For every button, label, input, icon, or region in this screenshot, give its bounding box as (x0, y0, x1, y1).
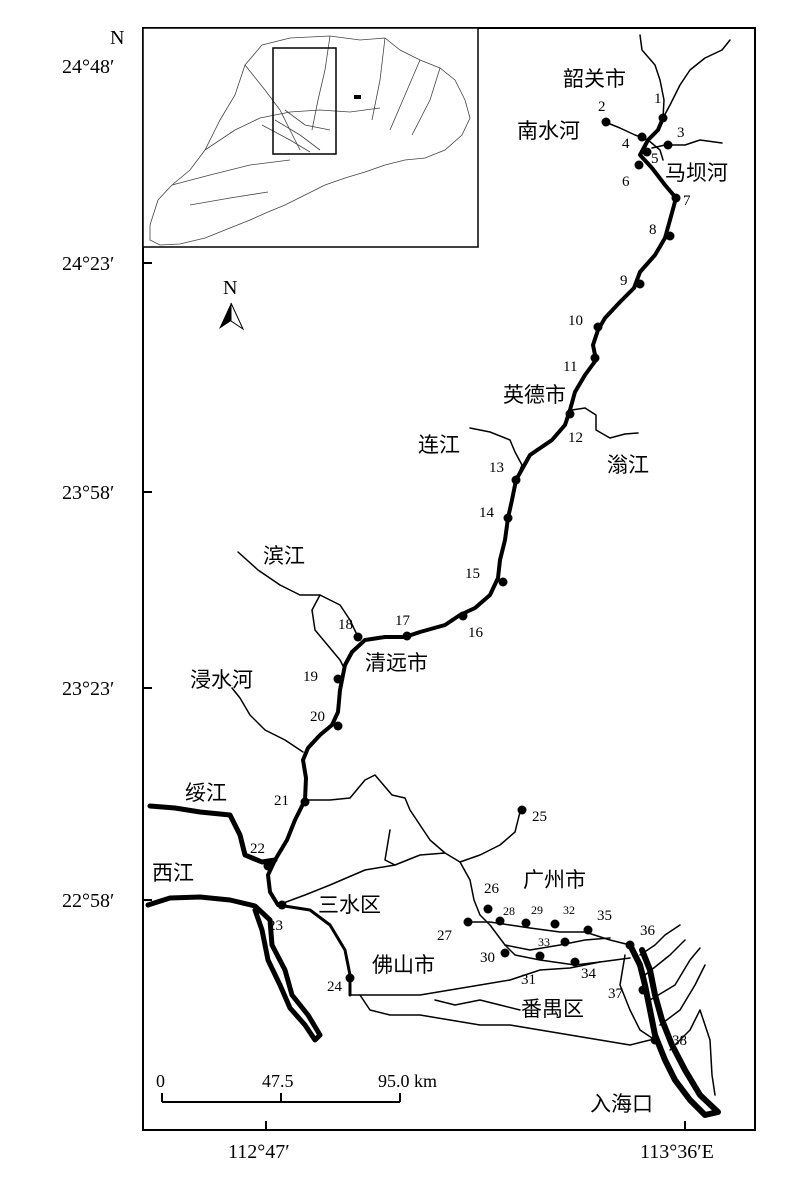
station-37: 37 (608, 986, 624, 1002)
north-arrow-label: N (223, 277, 237, 299)
place-labels: 韶关市 南水河 马坝河 英德市 连江 滃江 滨江 清远市 浸水河 绥江 西江 三… (152, 67, 728, 1116)
lat-label-4: 23°23′ (62, 678, 114, 700)
scale-bar: 0 47.5 95.0 km (156, 1071, 437, 1103)
station-10: 10 (568, 313, 583, 329)
north-arrow-icon: N (219, 277, 245, 331)
station-9: 9 (620, 273, 628, 289)
station-36: 36 (640, 923, 656, 939)
label-yingde: 英德市 (503, 383, 566, 407)
station-4: 4 (622, 136, 630, 152)
label-jinshuihe: 浸水河 (190, 668, 253, 692)
station-31: 31 (521, 972, 536, 988)
scale-tick-1: 47.5 (262, 1071, 294, 1091)
label-binjiang: 滨江 (263, 544, 305, 568)
station-19: 19 (303, 669, 318, 685)
label-mabahe: 马坝河 (665, 161, 728, 185)
inset-extent-box (272, 47, 337, 155)
station-labels: 1 2 3 4 5 6 7 8 9 10 11 12 13 14 15 16 1… (250, 91, 691, 1049)
label-lianjiang: 连江 (418, 433, 460, 457)
label-estuary: 入海口 (590, 1092, 653, 1116)
station-38: 38 (672, 1033, 687, 1049)
station-18: 18 (338, 617, 353, 633)
frame-north-label: N (110, 27, 124, 49)
station-2: 2 (598, 99, 606, 115)
lat-label-3: 23°58′ (62, 482, 114, 504)
inset-map (142, 27, 479, 248)
station-27: 27 (437, 928, 453, 944)
station-35: 35 (597, 908, 612, 924)
lat-label-1: 24°48′ (62, 56, 114, 78)
label-foshan: 佛山市 (372, 953, 435, 977)
label-guangzhou: 广州市 (523, 868, 586, 892)
station-markers (263, 113, 681, 1045)
label-xijiang: 西江 (152, 861, 194, 885)
label-wengjiang: 滃江 (607, 453, 649, 477)
station-17: 17 (395, 613, 411, 629)
station-3: 3 (677, 125, 685, 141)
label-shaoguan: 韶关市 (563, 67, 626, 91)
scale-tick-2: 95.0 km (378, 1071, 437, 1091)
lat-label-2: 24°23′ (62, 253, 114, 275)
station-8: 8 (649, 222, 657, 238)
station-1: 1 (654, 91, 662, 107)
station-23: 23 (268, 918, 283, 934)
station-25: 25 (532, 809, 547, 825)
scale-tick-0: 0 (156, 1071, 165, 1091)
station-28: 28 (503, 904, 515, 918)
label-sanshui: 三水区 (318, 893, 381, 917)
station-32: 32 (563, 903, 575, 917)
station-16: 16 (468, 625, 484, 641)
station-24: 24 (327, 979, 343, 995)
station-14: 14 (479, 505, 495, 521)
station-34: 34 (581, 966, 597, 982)
station-21: 21 (274, 793, 289, 809)
lat-label-5: 22°58′ (62, 890, 114, 912)
label-qingyuan: 清远市 (365, 651, 428, 675)
lon-label-1: 112°47′ (228, 1141, 290, 1163)
lon-ticks (265, 1121, 686, 1130)
station-6: 6 (622, 174, 630, 190)
station-11: 11 (563, 359, 577, 375)
station-13: 13 (489, 460, 504, 476)
station-20: 20 (310, 709, 325, 725)
label-panyu: 番禺区 (521, 997, 584, 1021)
station-7: 7 (683, 193, 691, 209)
station-26: 26 (484, 881, 500, 897)
station-30: 30 (480, 950, 495, 966)
label-suijiang: 绥江 (185, 781, 227, 805)
station-12: 12 (568, 430, 583, 446)
station-22: 22 (250, 841, 265, 857)
station-15: 15 (465, 566, 480, 582)
label-nanshuihe: 南水河 (517, 119, 580, 143)
lon-label-2: 113°36′E (640, 1141, 714, 1163)
station-5: 5 (651, 151, 659, 167)
rivers (145, 34, 731, 1118)
station-33: 33 (538, 935, 550, 949)
station-29: 29 (531, 903, 543, 917)
